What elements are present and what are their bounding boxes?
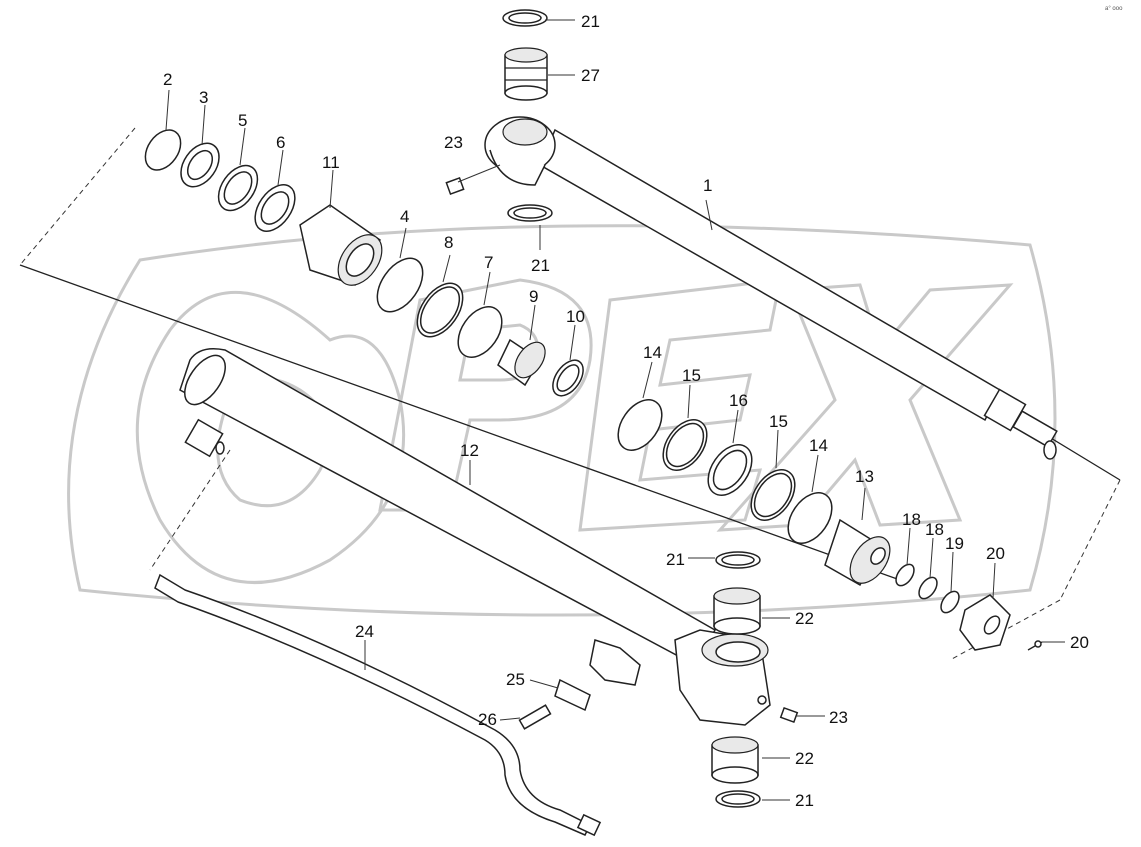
callout-1: 1 <box>703 176 712 195</box>
callout-14-left: 14 <box>643 343 662 362</box>
ring-part-14-left <box>617 399 663 451</box>
callout-5: 5 <box>238 111 247 130</box>
callout-labels: 21 27 23 21 1 2 3 5 6 11 4 8 7 9 10 14 1… <box>163 6 1123 810</box>
bolt-part-26 <box>518 704 552 730</box>
bushing-part-22-upper <box>713 587 761 635</box>
piston-part-13 <box>824 518 891 587</box>
callout-22-lower: 22 <box>795 749 814 768</box>
bushing-part-9 <box>497 338 546 387</box>
callout-20-label: 20 <box>1070 633 1089 652</box>
callout-14-right: 14 <box>809 436 828 455</box>
nut-part-19 <box>959 594 1011 651</box>
ring-part-6 <box>254 184 296 232</box>
hose-part-24 <box>154 573 602 837</box>
callout-21-lower-top: 21 <box>666 550 685 569</box>
ring-part-18-right <box>940 590 960 614</box>
ring-part-16 <box>707 444 753 496</box>
ring-part-21-bottom <box>715 790 761 808</box>
callout-7: 7 <box>484 253 493 272</box>
callout-8: 8 <box>444 233 453 252</box>
ring-part-14-right <box>787 492 833 544</box>
callout-23-upper: 23 <box>444 133 463 152</box>
callout-23-lower: 23 <box>829 708 848 727</box>
ring-part-2 <box>144 129 182 171</box>
ring-part-15-right <box>750 469 796 521</box>
ring-part-21-lower-top <box>715 551 761 569</box>
grease-fitting-23-lower <box>779 706 799 724</box>
callout-17: 18 <box>925 520 944 539</box>
callout-10: 10 <box>566 307 585 326</box>
callout-15-left: 15 <box>682 366 701 385</box>
callout-13: 13 <box>855 467 874 486</box>
cylinder-tube-part-1 <box>484 116 1058 460</box>
lower-ring-21-upper <box>507 204 553 222</box>
callout-21-top: 21 <box>581 12 600 31</box>
ring-part-7 <box>457 306 503 358</box>
callout-27: 27 <box>581 66 600 85</box>
rod-part-12 <box>179 348 717 667</box>
callout-19: 20 <box>986 544 1005 563</box>
callout-11: 11 <box>322 153 340 172</box>
leader-lines <box>165 19 1065 801</box>
callout-22-upper: 22 <box>795 609 814 628</box>
gland-part-11 <box>299 204 383 286</box>
ring-part-15-left <box>662 419 708 471</box>
valve-block <box>589 639 641 686</box>
bushing-part-22-lower <box>711 736 759 784</box>
callout-16: 16 <box>729 391 748 410</box>
callout-4: 4 <box>400 207 409 226</box>
callout-24: 24 <box>355 622 374 641</box>
ring-part-10 <box>552 359 584 397</box>
callout-12: 12 <box>460 441 479 460</box>
ring-part-5 <box>217 164 259 212</box>
callout-15-right: 15 <box>769 412 788 431</box>
clamp-part-25 <box>554 678 591 712</box>
rod-eye-head <box>674 629 771 726</box>
callout-25: 25 <box>506 670 525 689</box>
callout-21-mid: 21 <box>531 256 550 275</box>
corner-code: a° ooo <box>1105 6 1123 12</box>
callout-3: 3 <box>199 88 208 107</box>
callout-2: 2 <box>163 70 172 89</box>
pin-part-20 <box>1027 640 1043 651</box>
callout-18-right: 19 <box>945 534 964 553</box>
callout-9: 9 <box>529 287 538 306</box>
upper-ring-21 <box>502 9 548 27</box>
callout-26: 26 <box>478 710 497 729</box>
ring-part-18-left <box>895 563 915 587</box>
bushing-part-27 <box>504 47 548 101</box>
callout-21-bottom: 21 <box>795 791 814 810</box>
callout-18-left: 18 <box>902 510 921 529</box>
ring-part-8 <box>416 282 464 338</box>
ring-part-4 <box>376 257 424 313</box>
callout-6: 6 <box>276 133 285 152</box>
ring-part-3 <box>180 142 220 188</box>
ring-part-17 <box>918 576 938 600</box>
